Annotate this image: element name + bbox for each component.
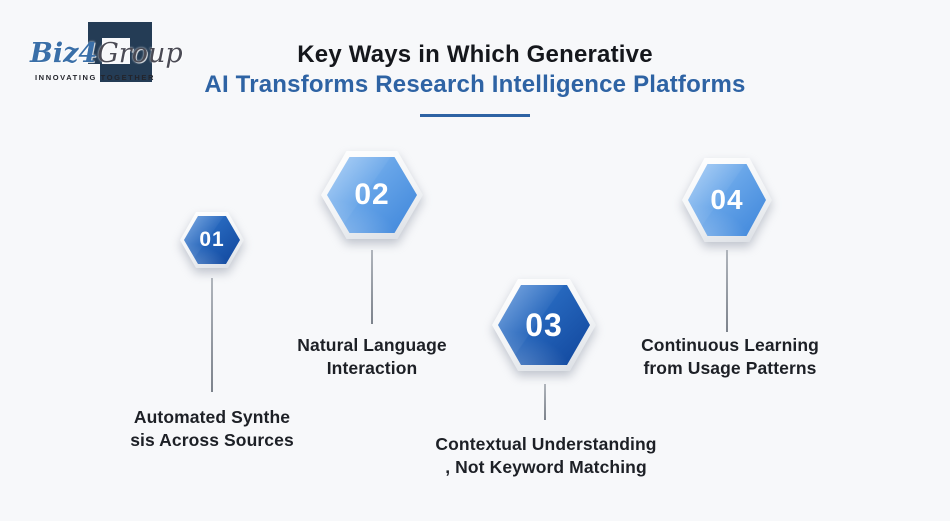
label-01: Automated Synthe sis Across Sources <box>110 406 314 452</box>
hexagon-02-rim: 02 <box>321 151 423 239</box>
hexagon-02: 02 <box>321 151 423 239</box>
step-number-04: 04 <box>710 184 744 215</box>
label-03: Contextual Understanding , Not Keyword M… <box>424 433 668 479</box>
label-03-line1: Contextual Understanding <box>435 434 657 454</box>
label-04: Continuous Learning from Usage Patterns <box>626 334 834 380</box>
logo-group: Group <box>97 38 183 69</box>
label-02-line2: Interaction <box>326 357 418 378</box>
label-01-line2: sis Across Sources <box>130 429 294 450</box>
connector-02 <box>371 250 373 324</box>
connector-03 <box>544 384 546 420</box>
hexagon-02-shadow: 02 <box>321 151 423 239</box>
hexagon-01-fill: 01 <box>184 216 240 264</box>
label-02-line1: Natural Language <box>297 335 447 355</box>
title-underline <box>420 114 530 117</box>
label-04-line2: from Usage Patterns <box>643 357 817 378</box>
biz4group-logo: Biz4Group INNOVATING TOGETHER <box>28 18 183 92</box>
hexagon-03-rim: 03 <box>492 279 596 371</box>
title-line-1: Key Ways in Which Generative <box>297 41 653 68</box>
hexagon-01-shadow: 01 <box>180 212 244 268</box>
hexagon-03-shadow: 03 <box>492 279 596 371</box>
step-number-03: 03 <box>525 306 563 343</box>
hexagon-01: 01 <box>180 212 244 268</box>
logo-biz: Biz <box>30 38 79 69</box>
label-01-line1: Automated Synthe <box>133 407 291 427</box>
label-04-line1: Continuous Learning <box>641 335 819 355</box>
label-03-line2: , Not Keyword Matching <box>445 456 647 477</box>
logo-tagline: INNOVATING TOGETHER <box>35 73 155 82</box>
hexagon-04-rim: 04 <box>682 158 772 242</box>
hexagon-03-fill: 03 <box>498 285 590 365</box>
title-line-2: AI Transforms Research Intelligence Plat… <box>204 71 746 98</box>
logo-4: 4 <box>78 38 98 69</box>
connector-01 <box>211 278 213 392</box>
logo-wordmark: Biz4Group <box>30 40 183 67</box>
hexagon-03: 03 <box>492 279 596 371</box>
logo-bracket-mark <box>88 22 152 82</box>
step-number-01: 01 <box>199 228 225 251</box>
step-number-02: 02 <box>354 178 390 211</box>
label-02: Natural Language Interaction <box>278 334 466 380</box>
hexagon-01-rim: 01 <box>180 212 244 268</box>
page-title: Key Ways in Which Generative AI Transfor… <box>0 40 950 117</box>
hexagon-04: 04 <box>682 158 772 242</box>
hexagon-02-fill: 02 <box>327 157 417 233</box>
hexagon-04-shadow: 04 <box>682 158 772 242</box>
connector-04 <box>726 250 728 332</box>
hexagon-04-fill: 04 <box>688 164 766 236</box>
